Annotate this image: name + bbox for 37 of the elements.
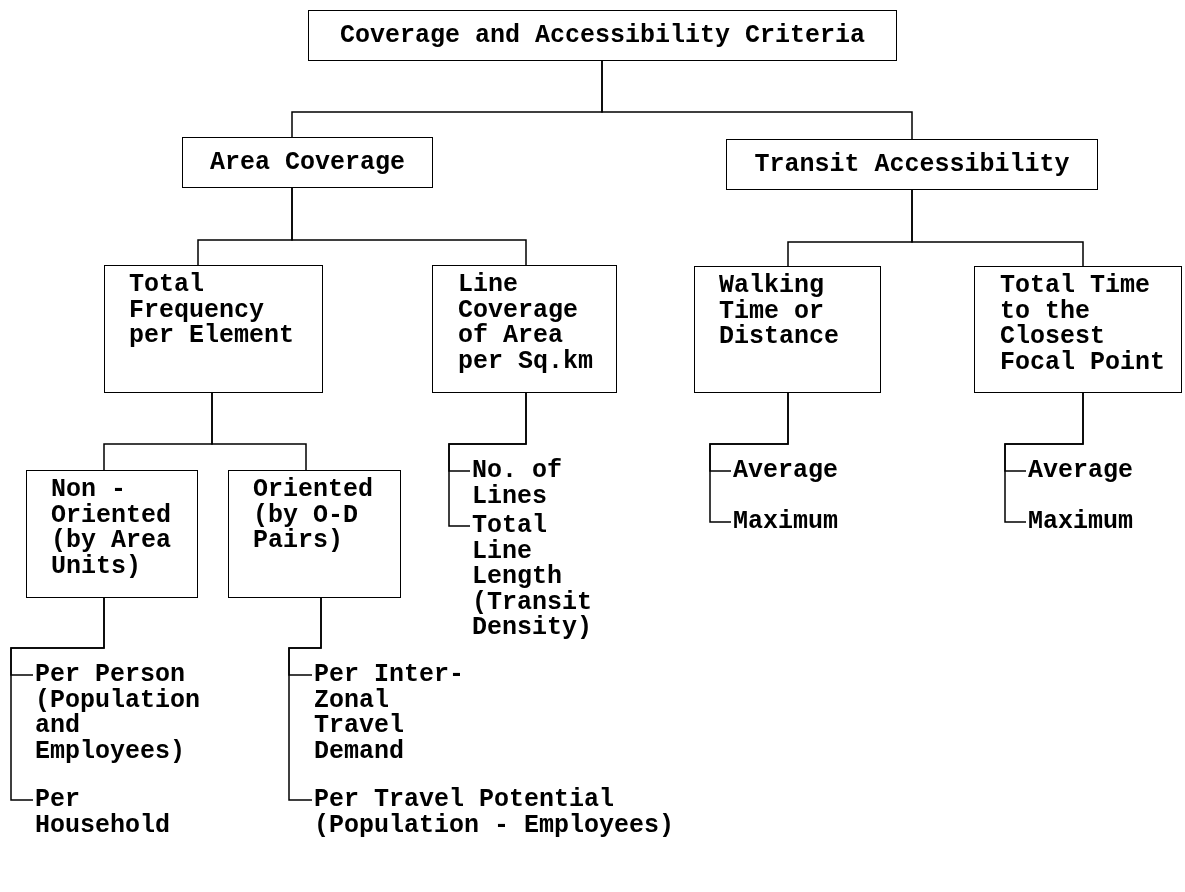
category-box [308, 10, 897, 61]
box-label: Oriented (by O-D Pairs) [253, 477, 375, 554]
branch-label: Average [1028, 458, 1164, 484]
branch-label: Per Household [35, 787, 206, 838]
connector-line [911, 189, 1084, 267]
category-box [726, 139, 1098, 190]
box-label: Line Coverage of Area per Sq.km [458, 272, 595, 374]
connector-line [288, 597, 322, 801]
connector-line [709, 392, 789, 523]
box-label: Non - Oriented (by Area Units) [51, 477, 173, 579]
box-label: Total Frequency per Element [129, 272, 296, 349]
category-box [432, 265, 617, 393]
connector-line [601, 60, 913, 140]
category-box [694, 266, 881, 393]
branch-label: Maximum [1028, 509, 1164, 535]
connector-line [448, 392, 527, 527]
box-label: Area Coverage [209, 149, 405, 176]
connector-line [1004, 392, 1084, 523]
branch-label: Maximum [733, 509, 869, 535]
box-label: Walking Time or Distance [719, 273, 841, 350]
category-box [228, 470, 401, 598]
box-label: Transit Accessibility [754, 151, 1070, 178]
category-box [26, 470, 198, 598]
branch-label: Per Person (Population and Employees) [35, 662, 206, 764]
box-label: Coverage and Accessibility Criteria [339, 22, 866, 49]
category-box [974, 266, 1182, 393]
connector-line [291, 187, 527, 266]
branch-label: Per Travel Potential (Population - Employees) [314, 787, 686, 838]
branch-label: Average [733, 458, 869, 484]
connector-line [10, 597, 105, 801]
connector-line [211, 392, 307, 471]
branch-label: Per Inter-Zonal Travel Demand [314, 662, 485, 764]
category-box [104, 265, 323, 393]
box-label: Total Time to the Closest Focal Point [1000, 273, 1167, 375]
branch-label: No. of Lines [472, 458, 578, 509]
branch-label: Total Line Length (Transit Density) [472, 513, 608, 641]
category-box [182, 137, 433, 188]
